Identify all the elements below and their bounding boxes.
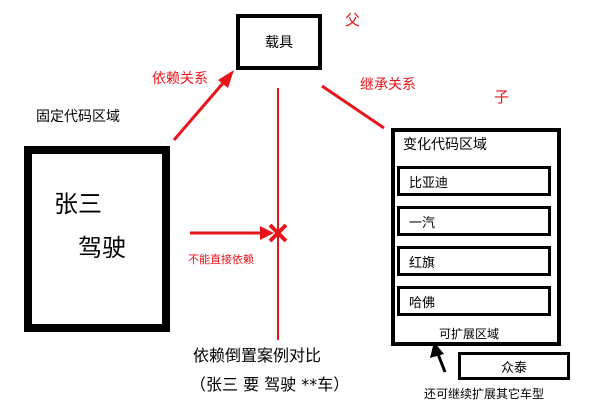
cross-mark-icon	[268, 223, 288, 243]
extension-label: 众泰	[500, 360, 527, 376]
arrowhead-icon	[218, 70, 234, 88]
caption-subtitle: （张三 要 驾驶 **车）	[190, 375, 350, 394]
extension-note: 还可继续扩展其它车型	[424, 387, 545, 401]
fixed-region-title: 固定代码区域	[36, 109, 120, 125]
list-item-label: 哈佛	[409, 295, 436, 311]
fixed-region-subject: 张三	[54, 190, 102, 218]
inheritance-label: 继承关系	[360, 77, 416, 93]
fixed-region-box: 张三 驾驶	[24, 146, 170, 332]
variable-region-box: 变化代码区域 比亚迪 一汽 红旗 哈佛 可扩展区域	[391, 128, 561, 346]
blocked-dependency-arrow	[190, 226, 274, 240]
list-item-byd: 比亚迪	[397, 166, 551, 196]
list-item-haval: 哈佛	[397, 286, 551, 316]
caption-title: 依赖倒置案例对比	[193, 346, 322, 365]
dependency-arrow	[172, 70, 234, 141]
parent-box-label: 载具	[265, 35, 293, 51]
extension-box: 众泰	[458, 352, 570, 380]
variable-region-footer: 可扩展区域	[439, 327, 500, 341]
list-item-hongqi: 红旗	[397, 246, 551, 276]
list-item-label: 比亚迪	[409, 175, 449, 191]
variable-region-title: 变化代码区域	[403, 137, 487, 153]
list-item-label: 一汽	[409, 215, 436, 231]
list-item-faw: 一汽	[397, 206, 551, 236]
parent-box: 载具	[236, 14, 322, 70]
inheritance-line	[321, 84, 385, 130]
child-tag: 子	[494, 88, 510, 106]
dependency-label: 依赖关系	[152, 71, 208, 87]
parent-tag: 父	[345, 11, 361, 29]
extension-arrow	[430, 342, 447, 373]
list-item-label: 红旗	[409, 255, 436, 271]
no-direct-dependency-label: 不能直接依赖	[188, 253, 254, 266]
fixed-region-action: 驾驶	[78, 234, 126, 262]
